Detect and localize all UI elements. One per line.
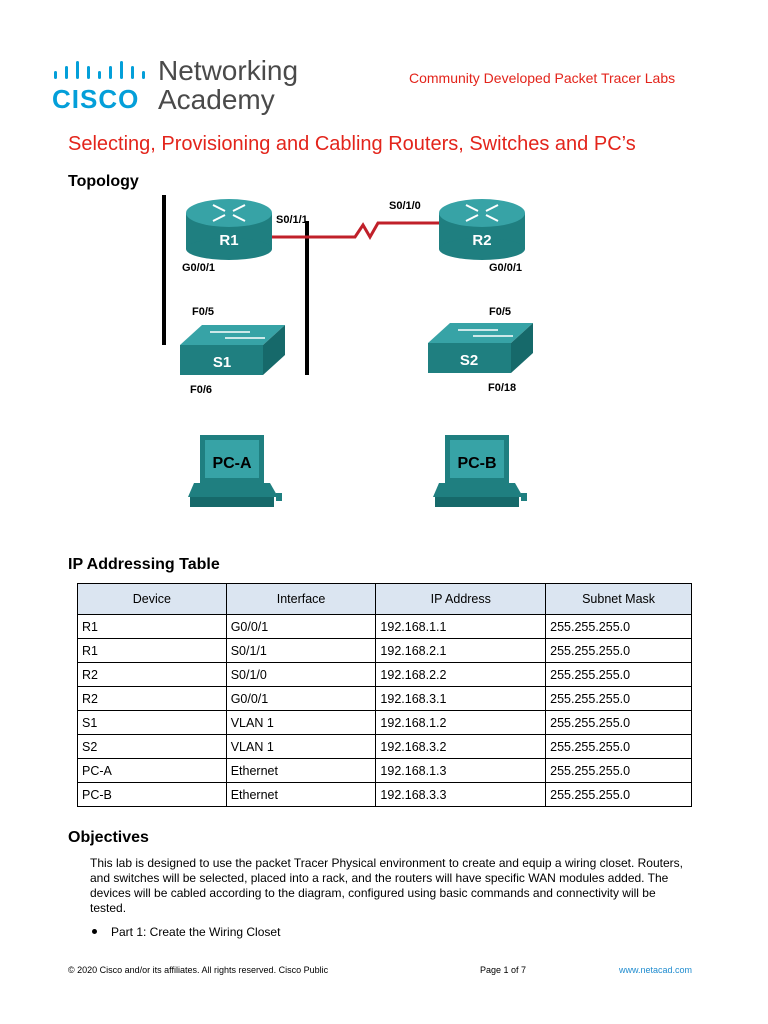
table-header-row: Device Interface IP Address Subnet Mask: [77, 583, 692, 615]
switch-s2-icon: [428, 323, 533, 373]
header-device: Device: [77, 583, 227, 615]
cell-mask: 255.255.255.0: [545, 662, 692, 687]
switch-s1-icon: [180, 325, 285, 375]
pc-a-label: PC-A: [212, 455, 252, 472]
pc-a-icon: [188, 435, 282, 507]
cell-mask: 255.255.255.0: [545, 638, 692, 663]
cell-mask: 255.255.255.0: [545, 614, 692, 639]
cell-interface: VLAN 1: [225, 710, 377, 735]
logo-academy-text: Academy: [158, 84, 275, 115]
cell-device: R1: [77, 614, 227, 639]
table-row: R2 S0/1/0 192.168.2.2 255.255.255.0: [77, 662, 692, 687]
header-tagline: Community Developed Packet Tracer Labs: [409, 70, 676, 86]
s1-label: S1: [213, 354, 231, 371]
cell-device: PC-B: [77, 782, 227, 807]
footer-page-number: Page 1 of 7: [480, 965, 527, 975]
cell-mask: 255.255.255.0: [545, 734, 692, 759]
bullet-icon: [92, 929, 97, 935]
bullet-text: Part 1: Create the Wiring Closet: [111, 925, 281, 939]
table-row: S1 VLAN 1 192.168.1.2 255.255.255.0: [77, 710, 692, 735]
objectives-bullet-item: Part 1: Create the Wiring Closet: [90, 925, 280, 939]
table-row: R2 G0/0/1 192.168.3.1 255.255.255.0: [77, 686, 692, 711]
cisco-logo-bars-icon: [54, 61, 145, 79]
cell-ip: 192.168.3.2: [375, 734, 547, 759]
table-row: PC-A Ethernet 192.168.1.3 255.255.255.0: [77, 758, 692, 783]
s2-up-label: F0/5: [489, 306, 511, 318]
table-row: R1 G0/0/1 192.168.1.1 255.255.255.0: [77, 614, 692, 639]
cell-device: S1: [77, 710, 227, 735]
serial-link: [272, 221, 440, 240]
router-r1-icon: [186, 199, 272, 260]
pc-b-label: PC-B: [457, 455, 496, 472]
r1-label: R1: [219, 232, 238, 249]
cell-device: R1: [77, 638, 227, 663]
cell-device: S2: [77, 734, 227, 759]
r2-g-label: G0/0/1: [489, 262, 522, 274]
r1-serial-label: S0/1/1: [276, 214, 308, 226]
cell-ip: 192.168.2.1: [375, 638, 547, 663]
cisco-wordmark: CISCO: [52, 84, 140, 114]
s2-down-label: F0/18: [488, 382, 516, 394]
cell-interface: Ethernet: [225, 758, 377, 783]
table-row: S2 VLAN 1 192.168.3.2 255.255.255.0: [77, 734, 692, 759]
cell-ip: 192.168.1.2: [375, 710, 547, 735]
logo-networking-text: Networking: [158, 55, 299, 86]
document-title: Selecting, Provisioning and Cabling Rout…: [68, 133, 636, 155]
topology-diagram: R1 R2 S1 S2 PC-A PC-B: [162, 195, 533, 507]
s2-label: S2: [460, 352, 478, 369]
cell-ip: 192.168.3.1: [375, 686, 547, 711]
table-row: PC-B Ethernet 192.168.3.3 255.255.255.0: [77, 782, 692, 807]
r2-serial-label: S0/1/0: [389, 200, 421, 212]
cell-ip: 192.168.1.3: [375, 758, 547, 783]
s1-down-label: F0/6: [190, 384, 212, 396]
cell-interface: Ethernet: [225, 782, 377, 807]
cell-device: PC-A: [77, 758, 227, 783]
cell-ip: 192.168.2.2: [375, 662, 547, 687]
topology-heading: Topology: [68, 173, 139, 190]
footer-copyright: © 2020 Cisco and/or its affiliates. All …: [68, 965, 329, 975]
header-interface: Interface: [225, 583, 377, 615]
header-ip-address: IP Address: [375, 583, 547, 615]
ip-addressing-table: Device Interface IP Address Subnet Mask …: [77, 583, 692, 807]
cell-interface: VLAN 1: [225, 734, 377, 759]
ip-table-heading: IP Addressing Table: [68, 556, 220, 573]
cell-ip: 192.168.1.1: [375, 614, 547, 639]
cell-device: R2: [77, 662, 227, 687]
header-subnet-mask: Subnet Mask: [545, 583, 692, 615]
cell-interface: S0/1/0: [225, 662, 377, 687]
r1-g-label: G0/0/1: [182, 262, 215, 274]
s1-up-label: F0/5: [192, 306, 214, 318]
cell-device: R2: [77, 686, 227, 711]
r2-label: R2: [472, 232, 491, 249]
cell-mask: 255.255.255.0: [545, 686, 692, 711]
footer-url-link[interactable]: www.netacad.com: [619, 965, 693, 975]
table-row: R1 S0/1/1 192.168.2.1 255.255.255.0: [77, 638, 692, 663]
cell-interface: G0/0/1: [225, 614, 377, 639]
objectives-heading: Objectives: [68, 829, 149, 846]
cell-mask: 255.255.255.0: [545, 782, 692, 807]
cell-interface: G0/0/1: [225, 686, 377, 711]
router-r2-icon: [439, 199, 525, 260]
pc-b-icon: [433, 435, 527, 507]
objectives-paragraph: This lab is designed to use the packet T…: [90, 856, 683, 915]
cell-mask: 255.255.255.0: [545, 758, 692, 783]
cell-ip: 192.168.3.3: [375, 782, 547, 807]
cell-interface: S0/1/1: [225, 638, 377, 663]
cell-mask: 255.255.255.0: [545, 710, 692, 735]
